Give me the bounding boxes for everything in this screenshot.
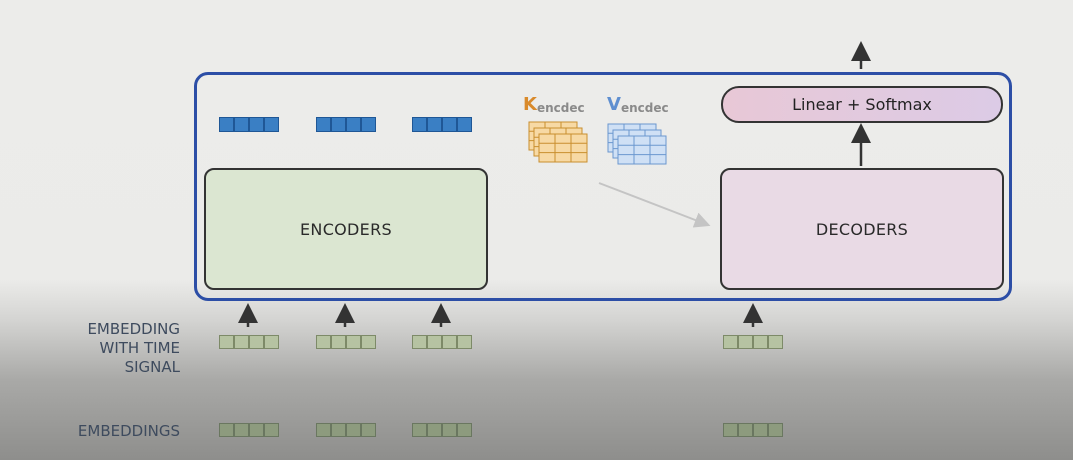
decoders-box: DECODERS — [720, 168, 1004, 290]
v-encdec-label: Vencdec — [607, 94, 669, 115]
v-matrix-stack — [607, 123, 667, 165]
encoder-output-vector — [316, 117, 376, 132]
transformer-frame — [194, 72, 1012, 301]
embedding-vector — [412, 423, 472, 437]
encoders-box: ENCODERS — [204, 168, 488, 290]
time-signal-embedding-vector — [723, 335, 783, 349]
embedding-vector — [219, 423, 279, 437]
linear-softmax-label: Linear + Softmax — [792, 95, 932, 114]
k-encdec-label: Kencdec — [523, 94, 585, 115]
embedding-vector — [723, 423, 783, 437]
k-matrix-stack — [528, 121, 588, 163]
encoder-output-vector — [219, 117, 279, 132]
encoders-label: ENCODERS — [300, 219, 392, 239]
linear-softmax-box: Linear + Softmax — [721, 86, 1003, 123]
time-signal-embedding-vector — [316, 335, 376, 349]
time-signal-embedding-vector — [412, 335, 472, 349]
decoders-label: DECODERS — [815, 219, 909, 239]
embedding-vector — [316, 423, 376, 437]
encoder-output-vector — [412, 117, 472, 132]
embedding-time-signal-label: EMBEDDING WITH TIME SIGNAL — [87, 320, 180, 376]
embeddings-label: EMBEDDINGS — [77, 422, 180, 440]
kv-to-decoder-arrow — [598, 182, 711, 228]
time-signal-embedding-vector — [219, 335, 279, 349]
